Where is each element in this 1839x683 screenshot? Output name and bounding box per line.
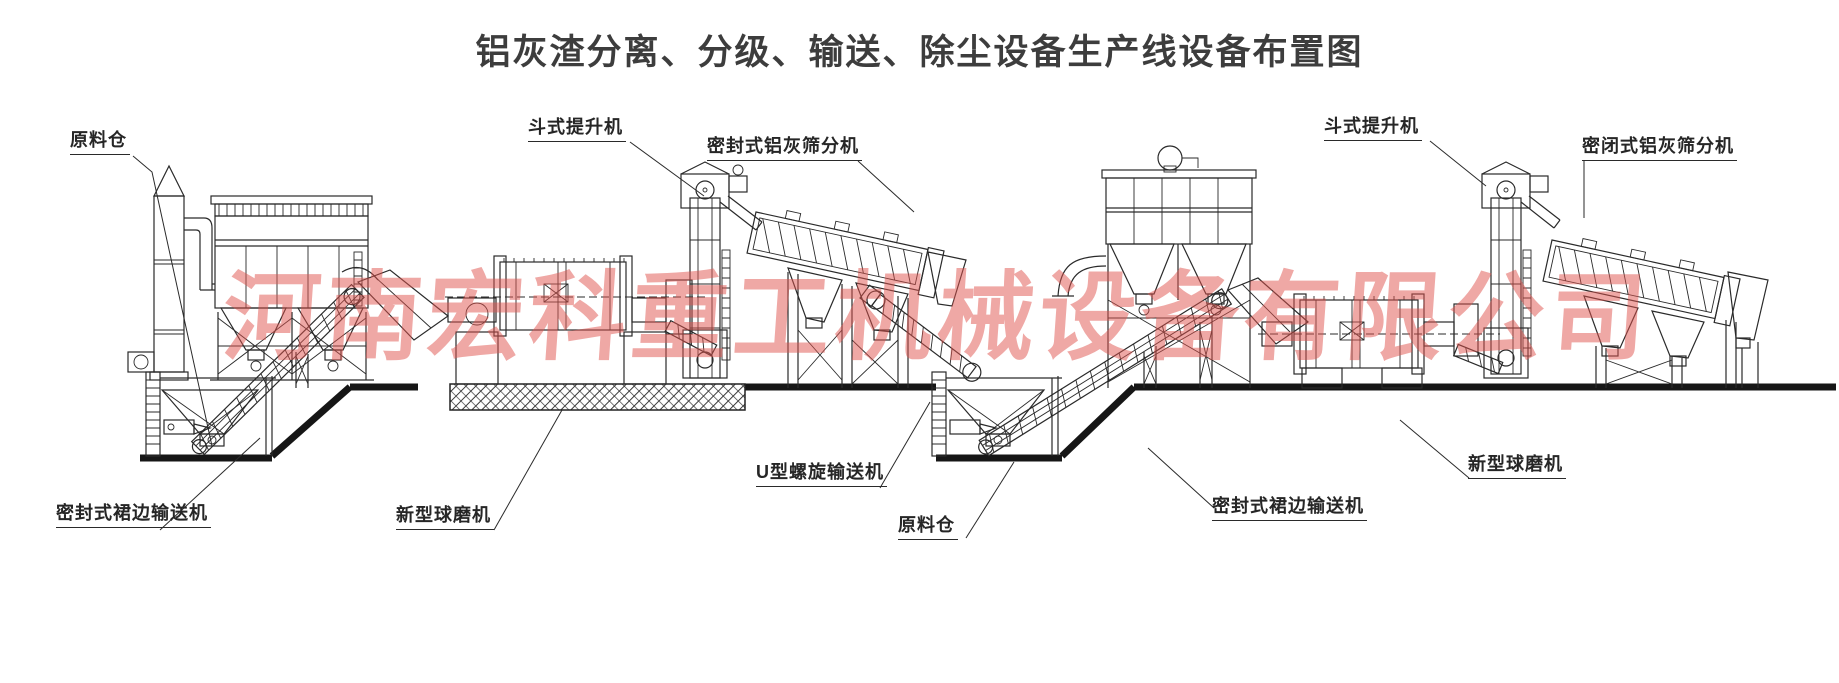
ash-screener-right xyxy=(1542,238,1769,388)
dust-collector-right xyxy=(1052,145,1257,388)
label-sealed-skirt-conveyor-right: 密封式裙边输送机 xyxy=(1212,496,1367,521)
label-raw-material-bin-middle: 原料仓 xyxy=(898,515,958,540)
label-bucket-elevator-right: 斗式提升机 xyxy=(1324,116,1422,141)
mill-foundation-left xyxy=(449,383,746,411)
drawing-title: 铝灰渣分离、分级、输送、除尘设备生产线设备布置图 xyxy=(475,33,1364,72)
skirt-conveyor-left xyxy=(190,266,450,456)
u-screw-conveyor xyxy=(859,284,982,382)
bucket-elevator-left xyxy=(680,161,763,379)
label-ball-mill-right: 新型球磨机 xyxy=(1468,454,1566,479)
chimney-left xyxy=(127,164,215,381)
bucket-elevator-right xyxy=(1481,161,1561,379)
label-sealed-skirt-conveyor-left: 密封式裙边输送机 xyxy=(56,503,211,528)
label-raw-material-bin-left: 原料仓 xyxy=(70,130,130,155)
label-sealed-ash-screener-left: 密封式铝灰筛分机 xyxy=(707,136,862,161)
ball-mill-right xyxy=(1258,293,1504,389)
label-enclosed-ash-screener-right: 密闭式铝灰筛分机 xyxy=(1582,136,1737,161)
label-ball-mill-left: 新型球磨机 xyxy=(396,505,494,530)
label-u-screw-conveyor: U型螺旋输送机 xyxy=(756,462,887,487)
ash-screener-left xyxy=(746,210,967,388)
leader-lines xyxy=(132,140,1585,539)
label-bucket-elevator-left: 斗式提升机 xyxy=(528,117,626,142)
company-watermark: 河南宏科重工机械设备有限公司 xyxy=(219,263,1656,372)
dust-collector-left xyxy=(210,195,374,381)
ground-profile xyxy=(140,383,1836,462)
raw-material-pit-middle xyxy=(931,371,1062,457)
raw-material-pit-left xyxy=(145,371,276,457)
ball-mill-left xyxy=(445,255,718,385)
